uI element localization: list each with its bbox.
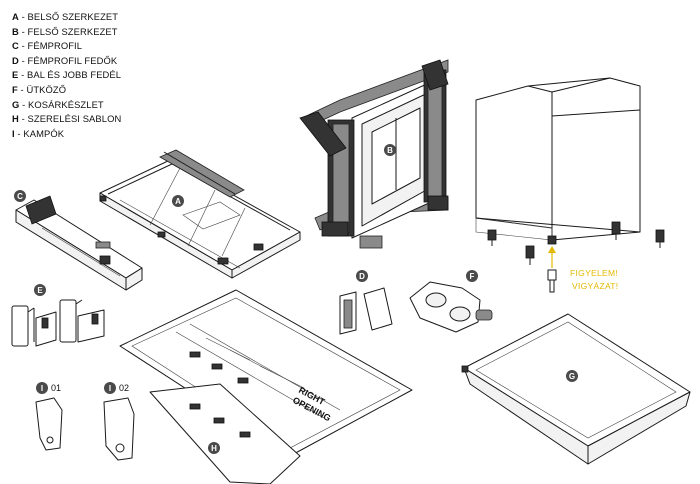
badge-i-02 [104,382,116,394]
corner-cabinet-illustration: FIGYELEM! VIGYÁZAT! [475,77,665,293]
part-i-hooks: I 01 I 02 [35,382,135,461]
badge-c-label: C [17,192,23,201]
legend-item-h: H - SZERELÉSI SABLON [12,113,122,125]
badge-f [466,270,478,282]
part-b-upper-frame: B [299,59,449,249]
part-f-stopper: F [409,270,493,333]
warning-line-2: VIGYÁZAT! [572,281,618,291]
legend-item-f: F - ÜTKÖZŐ [12,83,67,95]
legend-item-e: E - BAL ÉS JOBB FEDÉL [12,69,122,81]
badge-d-label: D [359,272,365,281]
badge-i-01 [36,382,48,394]
part-d-profile-caps: D [339,270,393,335]
part-a-inner-frame: A [99,149,301,279]
legend-item-g: G - KOSÁRKÉSZLET [12,98,104,110]
legend-item-a: A - BELSŐ SZERKEZET [12,11,119,22]
badge-g [566,370,578,382]
legend-item-c: C - FÉMPROFIL [12,40,83,52]
badge-b [384,144,396,156]
badge-b-label: B [387,146,393,155]
badge-i-02-label: I [109,384,111,393]
hook-02-shape [103,397,135,461]
part-c-metal-profile: C [14,190,143,291]
badge-e-label: E [37,286,43,295]
part-h-mounting-template: RIGHT OPENING H [119,289,413,484]
badge-h-label: H [211,444,217,453]
hook-02-number: 02 [119,383,129,393]
badge-a [172,195,184,207]
badge-h [208,442,220,454]
legend-item-d: D - FÉMPROFIL FEDŐK [12,54,118,66]
badge-f-label: F [470,272,475,281]
parts-legend: A - BELSŐ SZERKEZET B - FELSŐ SZERKEZET … [12,10,121,141]
part-e-covers: E [11,284,105,347]
warning-line-1: FIGYELEM! [570,268,618,278]
badge-c [14,190,26,202]
legend-item-i: I - KAMPÓK [12,127,65,139]
badge-d [356,270,368,282]
badge-i-01-label: I [41,384,43,393]
badge-a-label: A [175,197,181,206]
arrow-up-icon-head [548,246,556,253]
badge-g-label: G [569,372,575,381]
hook-01-shape [35,397,63,451]
badge-e [34,284,46,296]
part-g-basket: G [461,313,691,465]
legend-item-b: B - FELSŐ SZERKEZET [12,25,118,37]
hook-01-number: 01 [51,383,61,393]
